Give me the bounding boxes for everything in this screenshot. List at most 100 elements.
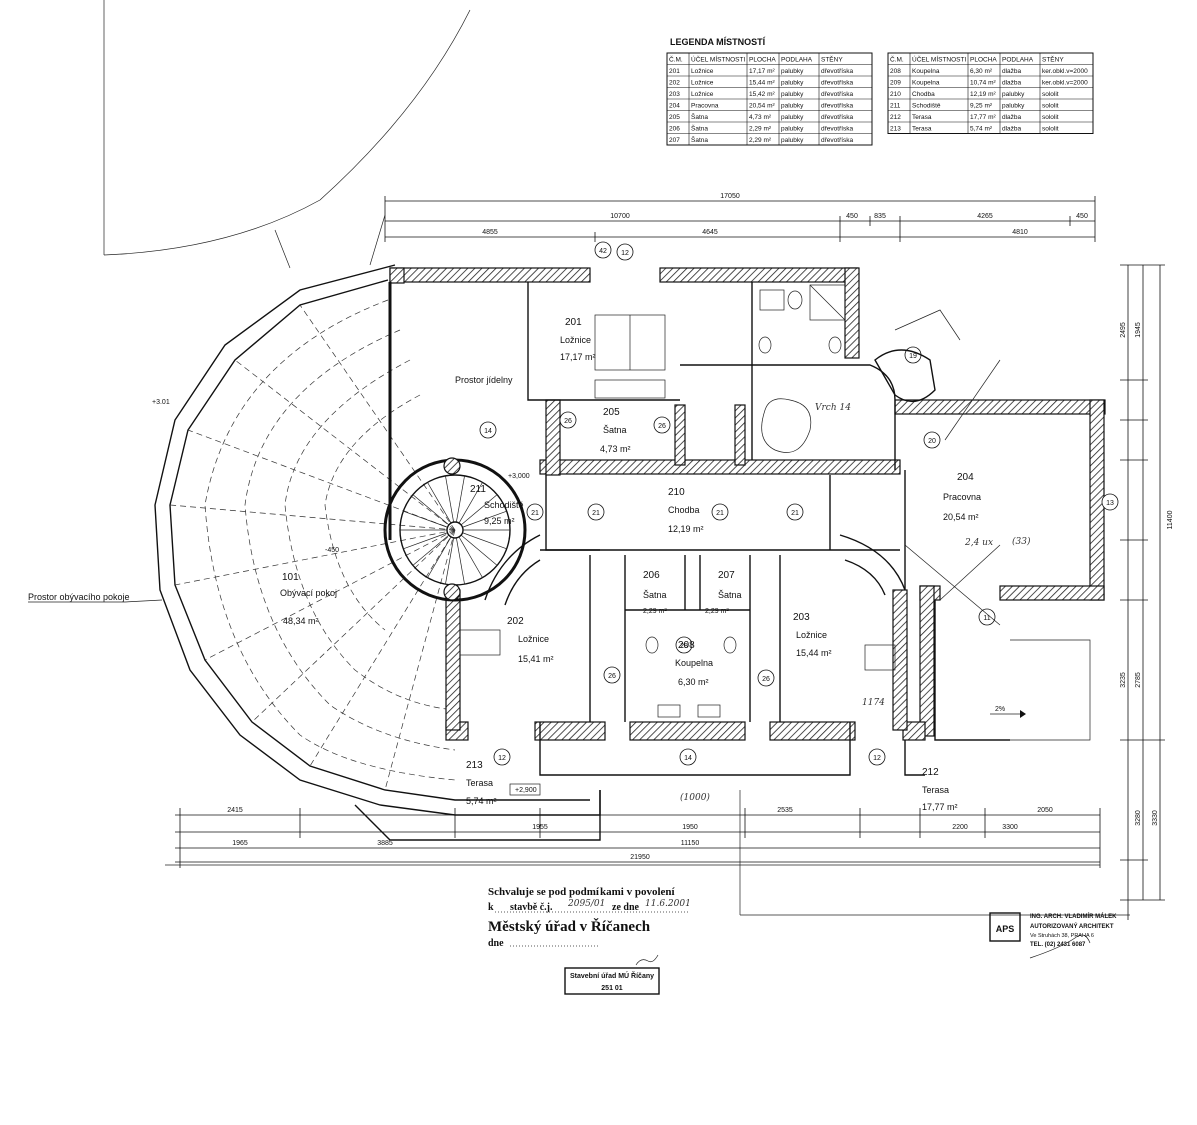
legend-left-cell: palubky bbox=[781, 126, 804, 133]
architect-line-2: AUTORIZOVANÝ ARCHITEKT bbox=[1030, 923, 1114, 930]
room-206-area: 2,29 m² bbox=[643, 608, 667, 615]
svg-text:21: 21 bbox=[592, 510, 600, 517]
legend-left-cell: palubky bbox=[781, 114, 804, 121]
svg-text:42: 42 bbox=[599, 248, 607, 255]
legend-right-header-0: Č.M. bbox=[890, 55, 904, 64]
svg-text:12: 12 bbox=[873, 755, 881, 762]
legend-left-cell: 15,42 m² bbox=[749, 91, 775, 98]
hand-note-3: Vrch 14 bbox=[815, 403, 851, 413]
legend-right-cell: Terasa bbox=[912, 126, 932, 133]
top-dimensions: 17050 10700 450 835 4265 450 4855 4645 4… bbox=[384, 193, 1096, 242]
legend-right-cell: Terasa bbox=[912, 114, 932, 121]
legend-left-cell: 2,29 m² bbox=[749, 137, 772, 144]
room-101-number: 101 bbox=[282, 572, 299, 583]
handwritten-notes: 2,4 ux (33) Vrch 14 1174 (1000) bbox=[680, 403, 1031, 803]
legend-left-cell: 2,29 m² bbox=[749, 126, 772, 133]
room-203-area: 15,44 m² bbox=[796, 648, 832, 658]
stamp-line-2: 251 01 bbox=[601, 985, 623, 992]
dim-top-4645: 4645 bbox=[702, 229, 718, 236]
legend-right-cell: Koupelna bbox=[912, 80, 940, 87]
dim-bottom-2200: 2200 bbox=[952, 824, 968, 831]
room-212-number: 212 bbox=[922, 767, 939, 778]
svg-text:12: 12 bbox=[498, 755, 506, 762]
approval-block: Schvaluje se pod podmí kami v povolení k… bbox=[488, 886, 691, 949]
legend-left-header-3: PODLAHA bbox=[781, 57, 813, 64]
load-bearing-walls bbox=[389, 267, 1106, 741]
legend-left-cell: Šatna bbox=[691, 112, 708, 121]
approval-line-2: k bbox=[488, 902, 494, 913]
room-204-area: 20,54 m² bbox=[943, 512, 979, 522]
legend-left-cell: 206 bbox=[669, 126, 680, 133]
dim-right-3235: 3235 bbox=[1120, 672, 1127, 688]
right-dimensions: 11400 3330 3280 2785 3235 2495 1945 bbox=[1120, 264, 1174, 920]
legend-left-cell: 202 bbox=[669, 80, 680, 87]
room-210-number: 210 bbox=[668, 487, 685, 498]
approval-date-handwritten: 11.6.2001 bbox=[645, 899, 691, 909]
approval-line-2b: stavbě č.j. bbox=[510, 902, 553, 913]
dim-top-835: 835 bbox=[874, 213, 886, 220]
svg-text:12: 12 bbox=[621, 250, 629, 257]
room-205-area: 4,73 m² bbox=[600, 444, 631, 454]
room-211-area: 9,25 m² bbox=[484, 516, 515, 526]
legend-left-cell: Pracovna bbox=[691, 103, 719, 110]
dim-bottom-3300: 3300 bbox=[1002, 824, 1018, 831]
bathroom-fixtures bbox=[645, 284, 846, 718]
room-201-name: Ložnice bbox=[560, 335, 591, 345]
hand-note-4: 1174 bbox=[862, 698, 885, 708]
legend-right-cell: dlažba bbox=[1002, 114, 1022, 121]
room-210-name: Chodba bbox=[668, 505, 700, 515]
room-204-number: 204 bbox=[957, 472, 974, 483]
legend-left-cell: Ložnice bbox=[691, 91, 714, 98]
architect-line-1: ING. ARCH. VLADIMÍR MÁLEK bbox=[1030, 912, 1117, 920]
dim-bottom-3885: 3885 bbox=[377, 840, 393, 847]
room-202-area: 15,41 m² bbox=[518, 654, 554, 664]
legend-left-cell: Šatna bbox=[691, 135, 708, 144]
dim-right-2495: 2495 bbox=[1120, 322, 1127, 338]
room-205-name: Šatna bbox=[603, 425, 627, 435]
legend-right-cell: sololit bbox=[1042, 91, 1059, 98]
svg-text:13: 13 bbox=[1106, 500, 1114, 507]
dim-bottom-total: 21950 bbox=[630, 854, 650, 861]
direction-arrow: 2% bbox=[990, 706, 1026, 718]
legend-left-cell: Ložnice bbox=[691, 80, 714, 87]
dim-top-total: 17050 bbox=[720, 193, 740, 200]
room-212-name: Terasa bbox=[922, 785, 949, 795]
svg-text:21: 21 bbox=[791, 510, 799, 517]
legend-right-cell: 210 bbox=[890, 91, 901, 98]
room-labels: 201 Ložnice 17,17 m² 205 Šatna 4,73 m² P… bbox=[28, 317, 981, 812]
svg-text:2%: 2% bbox=[995, 706, 1005, 713]
legend-right-header-3: PODLAHA bbox=[1002, 57, 1034, 64]
legend-left-cell: palubky bbox=[781, 91, 804, 98]
legend-left-cell: Šatna bbox=[691, 124, 708, 133]
room-101-name: Obývací pokoj bbox=[280, 588, 337, 598]
partition-walls bbox=[354, 282, 1010, 841]
room-208-number: 208 bbox=[678, 640, 695, 651]
legend-right-cell: 212 bbox=[890, 114, 901, 121]
legend-right-header-2: PLOCHA bbox=[970, 57, 997, 64]
dim-top-4810: 4810 bbox=[1012, 229, 1028, 236]
dim-right-1945: 1945 bbox=[1135, 322, 1142, 338]
legend-left-cell: 20,54 m² bbox=[749, 103, 775, 110]
dim-bottom-2415: 2415 bbox=[227, 807, 243, 814]
room-201-number: 201 bbox=[565, 317, 582, 328]
study-diagonals bbox=[904, 359, 1091, 741]
dim-bottom-11150: 11150 bbox=[681, 840, 700, 847]
hand-note-2: (33) bbox=[1012, 536, 1031, 547]
room-206-name: Šatna bbox=[643, 590, 667, 600]
svg-text:14: 14 bbox=[684, 755, 692, 762]
architect-line-3: Ve Struhách 38, PRAHA 6 bbox=[1030, 933, 1094, 939]
level-2900: +2,900 bbox=[515, 787, 537, 794]
approval-line-4: dne bbox=[488, 938, 504, 949]
legend-right-cell: 10,74 m² bbox=[970, 80, 996, 87]
dim-bottom-1965: 1965 bbox=[232, 840, 248, 847]
bottom-dimensions: 2415 1965 3885 1950 11150 1955 2535 2050… bbox=[165, 790, 1130, 916]
level-minus-450: -450 bbox=[325, 547, 339, 554]
dim-right-11400: 11400 bbox=[1167, 510, 1174, 529]
approval-cj-handwritten: 2095/01 bbox=[567, 899, 605, 909]
svg-text:26: 26 bbox=[564, 418, 572, 425]
architect-stamp: APS ING. ARCH. VLADIMÍR MÁLEK AUTORIZOVA… bbox=[989, 912, 1117, 959]
legend-left-cell: 204 bbox=[669, 103, 680, 110]
room-203-number: 203 bbox=[793, 612, 810, 623]
